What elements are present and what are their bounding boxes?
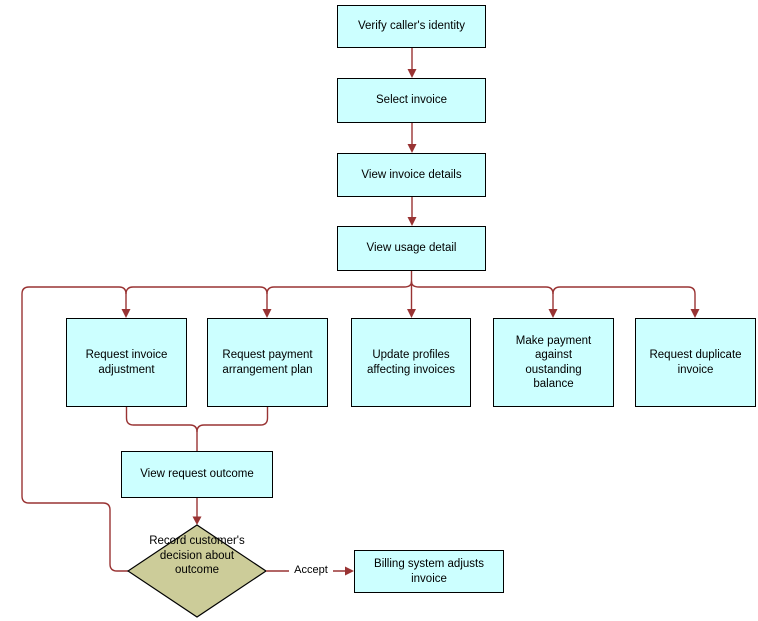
edge-invoice-details-to-usage-detail: [407, 197, 417, 226]
node-request-invoice-adjustment: Request invoice adjustment: [66, 318, 187, 407]
edge-verify-to-select: [407, 48, 417, 78]
edge-label-accept: Accept: [289, 564, 333, 577]
node-view-invoice-details: View invoice details: [337, 153, 486, 197]
edge-branch-drop-request-invoice-adjustment: [121, 294, 131, 318]
node-make-payment-against-oustanding-balance: Make payment against oustanding balance: [493, 318, 614, 407]
node-record-customers-decision-label: Record customer's decision about outcome: [149, 535, 245, 576]
edge-rail-to-decision: [21, 294, 128, 572]
edge-branch-drop-make-payment: [548, 294, 558, 318]
node-label: View invoice details: [361, 168, 462, 181]
node-billing-system-adjusts-invoice: Billing system adjusts invoice: [354, 550, 504, 593]
node-label: Request invoice adjustment: [85, 349, 168, 376]
edge-branch-rail: [21, 281, 696, 295]
node-select-invoice: Select invoice: [337, 78, 486, 123]
node-view-request-outcome: View request outcome: [121, 451, 273, 498]
node-label: Select invoice: [376, 94, 447, 107]
node-view-usage-detail: View usage detail: [337, 226, 486, 271]
node-request-duplicate-invoice: Request duplicate invoice: [635, 318, 756, 407]
edge-select-to-invoice-details: [407, 123, 417, 153]
node-verify-callers-identity: Verify caller's identity: [337, 5, 486, 48]
node-label: View request outcome: [140, 468, 254, 481]
node-label: Make payment against oustanding balance: [515, 334, 592, 391]
node-label: Request duplicate invoice: [649, 349, 742, 376]
decision-shape-record-customers-decision: [126, 524, 268, 618]
node-label: Request payment arrangement plan: [222, 349, 313, 376]
node-label: View usage detail: [366, 242, 457, 255]
edge-branch-drop-request-duplicate: [690, 294, 700, 318]
node-update-profiles-affecting-invoices: Update profiles affecting invoices: [351, 318, 471, 407]
node-label: Verify caller's identity: [357, 20, 465, 33]
node-request-payment-arrangement-plan: Request payment arrangement plan: [207, 318, 328, 407]
edge-merge-to-view-request-outcome: [125, 407, 269, 451]
node-label: Billing system adjusts invoice: [374, 558, 484, 585]
edge-outcome-to-decision: [192, 498, 202, 525]
edge-branch-drop-request-payment-plan: [262, 294, 272, 318]
node-label: Update profiles affecting invoices: [366, 349, 455, 376]
edge-usage-detail-branch-stem: [407, 271, 416, 318]
